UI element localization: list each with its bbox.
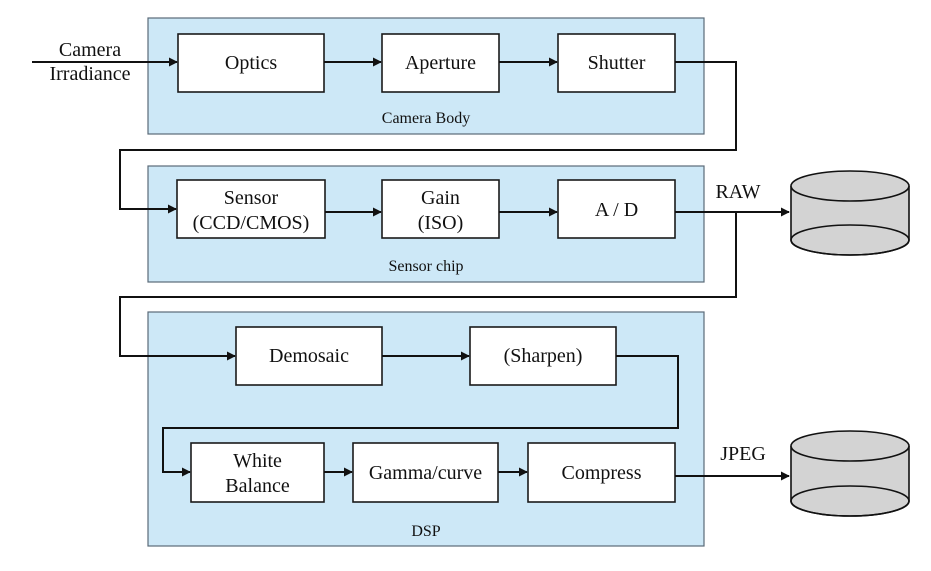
dsp-label: DSP xyxy=(411,523,440,540)
gamma-curve-block xyxy=(352,442,499,503)
jpeg-label: JPEG xyxy=(720,443,766,465)
camera-body-label: Camera Body xyxy=(382,110,470,127)
ad-label: A / D xyxy=(595,199,638,221)
input-label-line1: Camera xyxy=(59,39,121,61)
shutter-to-sensor-arrow xyxy=(119,61,737,214)
ad-block xyxy=(557,179,676,239)
gain-block xyxy=(381,179,500,239)
demosaic-block xyxy=(235,326,383,386)
shutter-label: Shutter xyxy=(588,52,646,74)
sensor-label-line1: Sensor xyxy=(224,187,279,209)
white-balance-label-line1: White xyxy=(233,450,282,472)
sensor-chip-label: Sensor chip xyxy=(388,258,463,275)
sensor-block xyxy=(176,179,326,239)
shutter-block xyxy=(557,33,676,93)
gamma-curve-label: Gamma/curve xyxy=(369,462,482,484)
gain-label-line1: Gain xyxy=(421,187,460,209)
white-balance-block xyxy=(190,442,325,503)
sharpen-to-white-balance-arrow xyxy=(162,355,679,477)
sharpen-label: (Sharpen) xyxy=(504,345,583,367)
aperture-block xyxy=(381,33,500,93)
raw-label: RAW xyxy=(715,181,760,203)
white-balance-label-line2: Balance xyxy=(225,475,290,497)
input-label-line2: Irradiance xyxy=(49,63,130,85)
raw-storage-icon xyxy=(790,170,910,256)
gain-label-line2: (ISO) xyxy=(418,212,464,234)
compress-label: Compress xyxy=(562,462,642,484)
demosaic-label: Demosaic xyxy=(269,345,349,367)
ad-to-demosaic-arrow xyxy=(119,212,737,361)
aperture-label: Aperture xyxy=(405,52,476,74)
compress-block xyxy=(527,442,676,503)
optics-label: Optics xyxy=(225,52,277,74)
sensor-label-line2: (CCD/CMOS) xyxy=(193,212,310,234)
jpeg-storage-icon xyxy=(790,430,910,517)
